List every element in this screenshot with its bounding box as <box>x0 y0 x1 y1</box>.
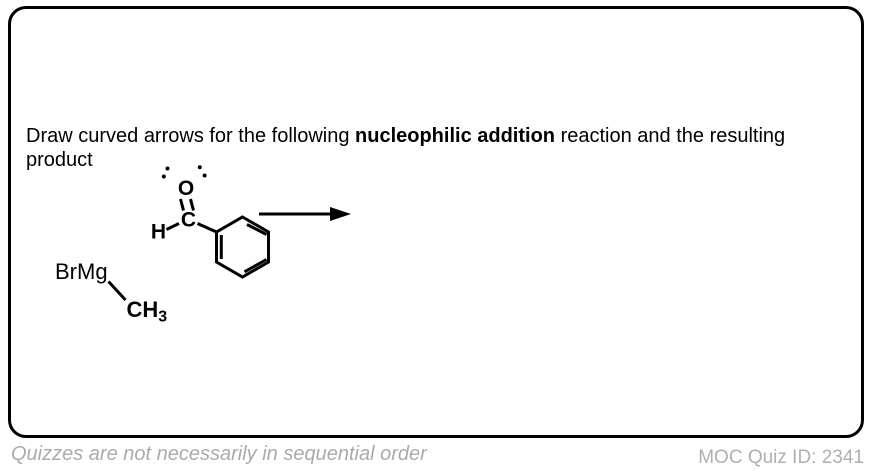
quiz-card-border <box>8 6 864 438</box>
reaction-arrow-head <box>330 207 351 221</box>
grignard-reagent-structure: BrMg CH3 <box>55 259 167 326</box>
methyl-group-label: CH3 <box>127 297 168 326</box>
question-segment: Draw curved arrows for the following <box>26 125 356 147</box>
brmg-label: BrMg <box>55 259 108 284</box>
question-line-2: product <box>26 149 862 173</box>
hydrogen-carbon-bond <box>165 222 180 231</box>
question-text: Draw curved arrows for the following nuc… <box>26 125 862 172</box>
question-line-1: Draw curved arrows for the following nuc… <box>26 125 862 149</box>
question-segment-bold: nucleophilic addition <box>355 125 556 147</box>
methyl-subscript: 3 <box>158 309 167 326</box>
benzaldehyde-structure: O C H <box>151 165 270 279</box>
mg-carbon-bond <box>107 280 127 302</box>
footer-sequential-note: Quizzes are not necessarily in sequentia… <box>11 443 427 465</box>
carbonyl-carbon-label: C <box>181 209 196 232</box>
benzene-ring <box>215 215 270 279</box>
question-segment: product <box>26 148 93 171</box>
carbonyl-double-bond <box>179 198 195 211</box>
footer-quiz-id: MOC Quiz ID: 2341 <box>698 447 864 468</box>
aldehyde-hydrogen-label: H <box>151 221 166 244</box>
reaction-arrow <box>259 207 351 221</box>
oxygen-atom-label: O <box>178 177 194 200</box>
question-segment: reaction and the resulting <box>555 125 786 147</box>
carbon-ring-bond <box>196 222 218 234</box>
oxygen-lone-pair-dots <box>161 165 207 179</box>
